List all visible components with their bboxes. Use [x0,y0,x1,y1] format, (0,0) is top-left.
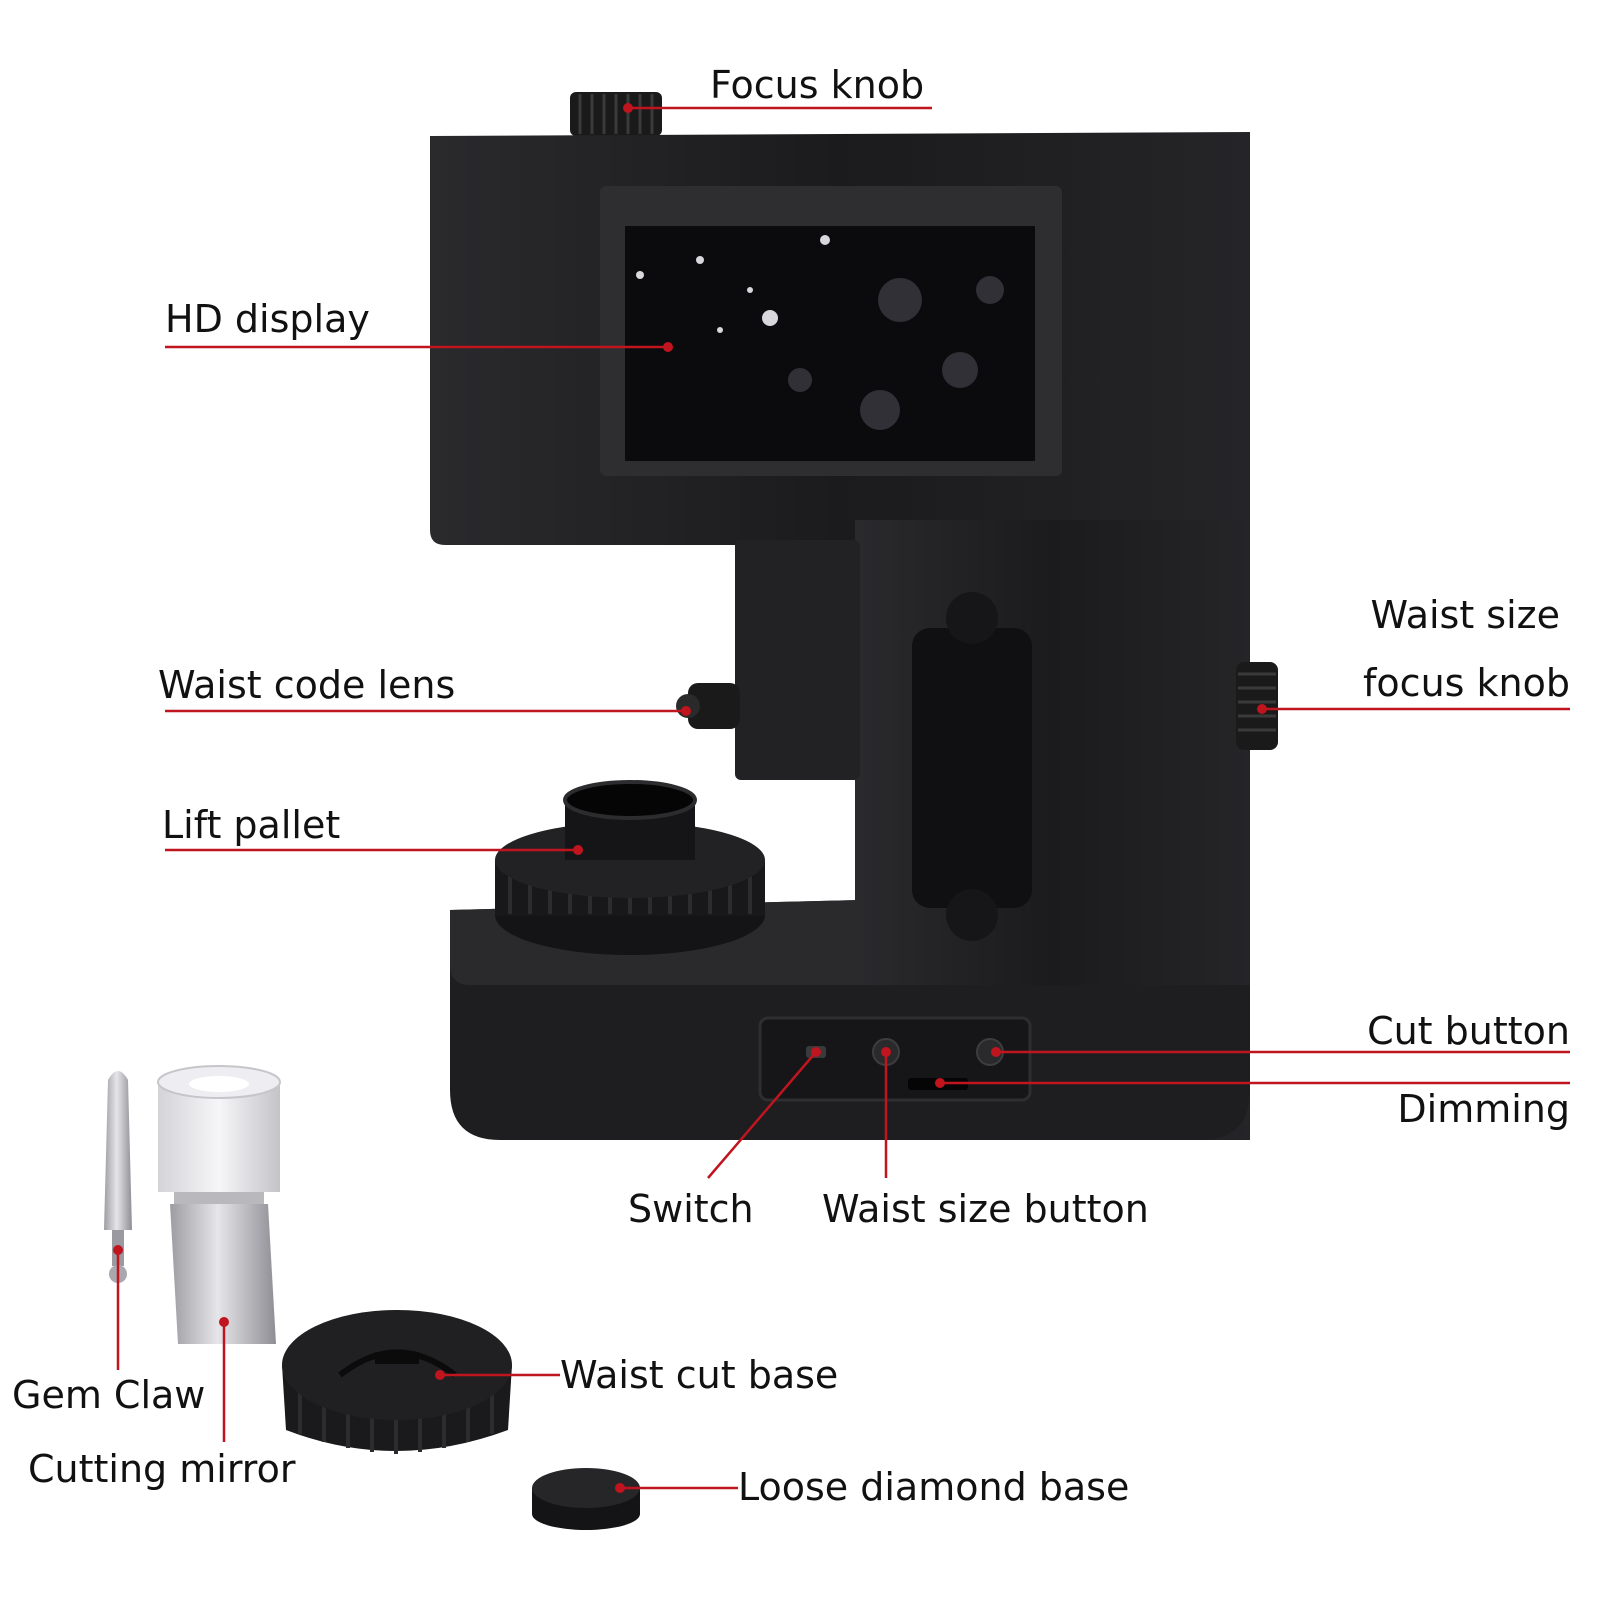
label-lift-pallet: Lift pallet [162,803,341,847]
label-hd-display: HD display [165,297,370,341]
label-cutting-mirror: Cutting mirror [28,1447,296,1491]
lift-slot-shape [912,592,1032,941]
lens-tube-shape [735,540,860,780]
label-waist-size-button: Waist size button [822,1187,1149,1231]
lift-pallet-shape [495,780,765,955]
label-loose-diamond-base: Loose diamond base [738,1465,1130,1509]
label-focus-knob: Focus knob [710,63,925,107]
leader-switch [707,1051,817,1179]
waist-cut-base-shape [282,1310,512,1454]
loose-diamond-base-shape [532,1468,640,1530]
label-waist-size-line2: focus knob [1363,661,1570,705]
hd-display-shape [600,186,1062,476]
focus-knob-shape [570,92,662,136]
cutting-mirror-shape [157,1065,281,1344]
label-switch: Switch [628,1187,754,1231]
label-waist-code-lens: Waist code lens [158,663,456,707]
label-waist-size-line1: Waist size [1370,593,1560,637]
label-dimming: Dimming [1397,1087,1570,1131]
label-waist-cut-base: Waist cut base [560,1353,839,1397]
control-panel-shape [758,1016,1032,1102]
label-cut-button: Cut button [1367,1009,1570,1053]
label-gem-claw: Gem Claw [12,1373,206,1417]
waist-size-focus-knob-shape [1236,662,1278,750]
waist-code-lens-shape [676,683,740,729]
